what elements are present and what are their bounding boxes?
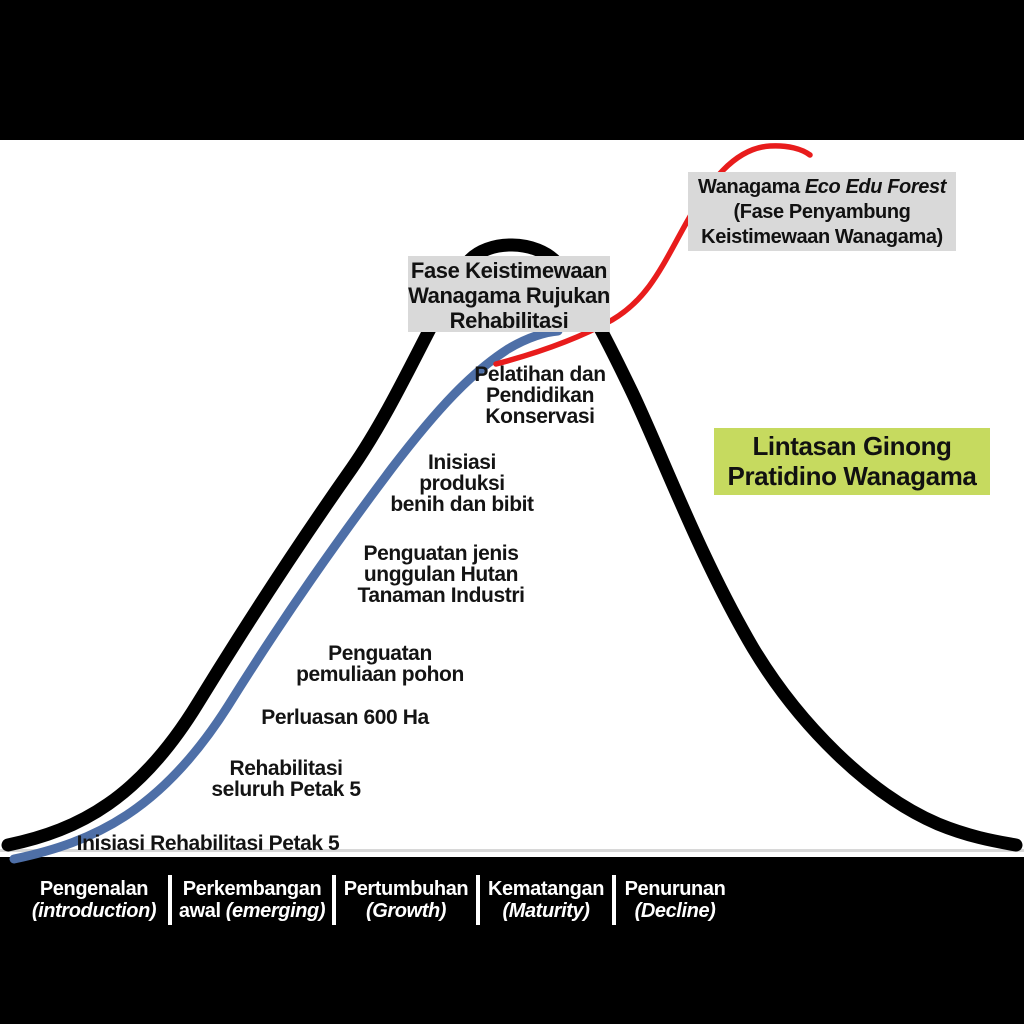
phase-pengenalan: Pengenalan (introduction) <box>24 874 164 926</box>
milestone-line: Perluasan 600 Ha <box>261 706 429 729</box>
milestone-penguatan-pemuliaan-pohon: Penguatan pemuliaan pohon <box>296 643 464 685</box>
milestone-line: Inisiasi <box>427 451 497 474</box>
milestone-pelatihan-pendidikan-konservasi: Pelatihan dan Pendidikan Konservasi <box>474 363 606 428</box>
phase-subtitle: (Growth) <box>340 900 472 922</box>
phase-subtitle-regular: awal <box>178 900 226 922</box>
trajectory-line2: Pratidino Wanagama <box>727 461 977 491</box>
phase-name: Perkembangan <box>182 878 322 900</box>
phase-axis: Pengenalan (introduction) Perkembangan a… <box>24 874 730 926</box>
peak-phase-line1: Fase Keistimewaan <box>410 258 608 283</box>
eco-edu-line1-italic: Eco Edu Forest <box>804 176 946 198</box>
milestone-line: Penguatan <box>328 642 432 665</box>
peak-phase-callout: Fase Keistimewaan Wanagama Rujukan Rehab… <box>408 256 610 333</box>
phase-perkembangan-awal: Perkembangan awal (emerging) <box>176 874 328 926</box>
milestone-penguatan-jenis-unggulan: Penguatan jenis unggulan Hutan Tanaman I… <box>357 543 524 606</box>
phase-subtitle-italic: (Maturity) <box>502 900 590 922</box>
milestone-line: Pelatihan dan <box>474 363 606 386</box>
milestone-line: seluruh Petak 5 <box>211 778 361 801</box>
phase-subtitle: (introduction) <box>24 900 164 922</box>
milestone-inisiasi-produksi-benih: Inisiasi produksi benih dan bibit <box>390 451 534 516</box>
phase-subtitle-italic: (introduction) <box>31 900 157 922</box>
phase-divider <box>332 875 336 925</box>
phase-name: Kematangan <box>487 878 605 900</box>
milestone-inisiasi-rehabilitasi-petak-5: Inisiasi Rehabilitasi Petak 5 <box>77 833 340 854</box>
milestone-line: unggulan Hutan <box>363 563 519 586</box>
eco-edu-line1-regular: Wanagama <box>698 176 805 198</box>
phase-subtitle: awal (emerging) <box>176 900 328 922</box>
phase-subtitle: (Maturity) <box>484 900 608 922</box>
phase-divider <box>168 875 172 925</box>
milestone-rehabilitasi-seluruh-petak-5: Rehabilitasi seluruh Petak 5 <box>211 757 361 801</box>
milestone-line: Inisiasi Rehabilitasi Petak 5 <box>76 832 340 855</box>
milestone-line: benih dan bibit <box>390 493 534 516</box>
phase-divider <box>476 875 480 925</box>
phase-name: Pertumbuhan <box>343 878 469 900</box>
milestone-line: pemuliaan pohon <box>296 663 464 686</box>
milestone-line: Pendidikan <box>485 384 595 407</box>
trajectory-line1: Lintasan Ginong <box>752 431 952 461</box>
phase-subtitle-italic: (Decline) <box>634 900 716 922</box>
phase-divider <box>612 875 616 925</box>
peak-phase-line3: Rehabilitasi <box>449 308 569 333</box>
milestone-line: Konservasi <box>485 405 595 428</box>
phase-subtitle-italic: (emerging) <box>225 900 326 922</box>
milestone-perluasan-600-ha: Perluasan 600 Ha <box>261 707 429 728</box>
peak-phase-line2: Wanagama Rujukan <box>408 283 610 308</box>
eco-edu-line3: Keistimewaan Wanagama) <box>701 226 943 248</box>
eco-edu-forest-callout: Wanagama Eco Edu Forest (Fase Penyambung… <box>688 172 956 251</box>
milestone-line: Penguatan jenis <box>363 542 519 565</box>
phase-subtitle-italic: (Growth) <box>365 900 447 922</box>
phase-name: Pengenalan <box>39 878 149 900</box>
phase-name: Penurunan <box>624 878 726 900</box>
milestone-line: produksi <box>419 472 505 495</box>
phase-kematangan: Kematangan (Maturity) <box>484 874 608 926</box>
phase-subtitle: (Decline) <box>620 900 730 922</box>
eco-edu-line1: Wanagama Eco Edu Forest <box>688 175 956 200</box>
milestone-line: Tanaman Industri <box>357 584 525 607</box>
eco-edu-line2: (Fase Penyambung <box>733 201 911 223</box>
phase-pertumbuhan: Pertumbuhan (Growth) <box>340 874 472 926</box>
trajectory-title-callout: Lintasan Ginong Pratidino Wanagama <box>714 428 990 495</box>
phase-penurunan: Penurunan (Decline) <box>620 874 730 926</box>
milestone-line: Rehabilitasi <box>229 757 343 780</box>
